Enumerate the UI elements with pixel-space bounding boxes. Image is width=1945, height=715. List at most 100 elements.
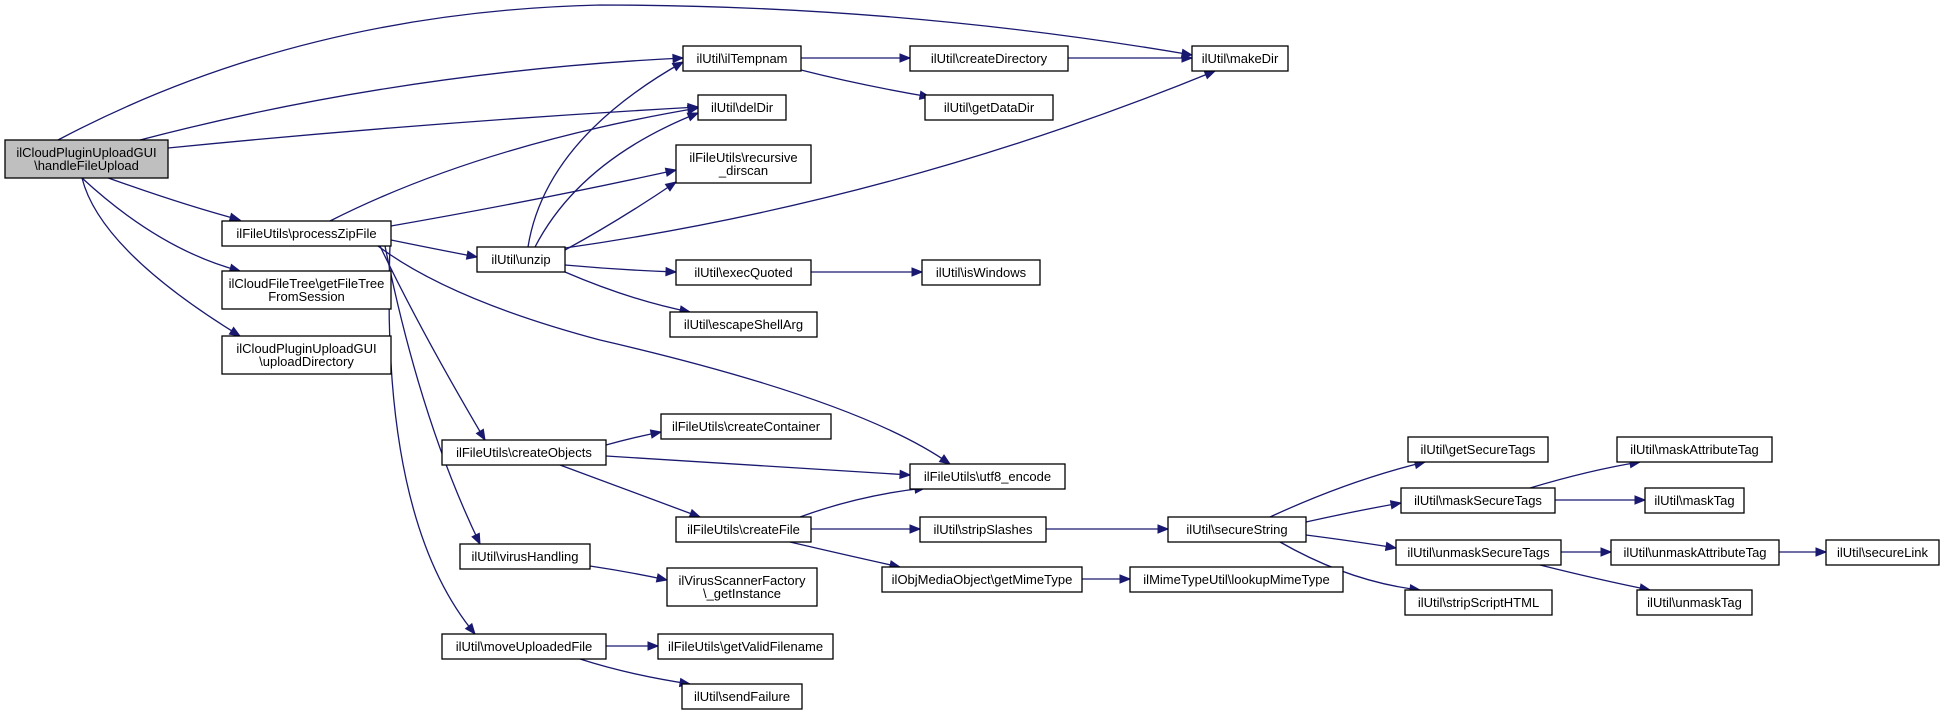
edge-arrowhead-createObjects-to-createContainer (649, 429, 663, 439)
node-unzip[interactable]: ilUtil\unzip (476, 246, 566, 273)
node-label: \_getInstance (703, 586, 781, 601)
node-label: ilFileUtils\createContainer (672, 419, 821, 434)
node-box (697, 94, 787, 121)
node-processZipFile[interactable]: ilFileUtils\processZipFile (221, 220, 392, 247)
node-box (221, 270, 392, 310)
edge-arrowhead-stripSlashes-to-secureString (1157, 524, 1170, 534)
node-uploadDirectory[interactable]: ilCloudPluginUploadGUI\uploadDirectory (221, 335, 392, 375)
node-box (919, 516, 1047, 543)
edge-arrowhead-processZipFile-to-moveUploadedFile (464, 622, 476, 636)
edge-createFile-to-getMimeType (789, 541, 901, 568)
edge-arrowhead-maskSecureTags-to-maskTag (1634, 495, 1647, 505)
edge-secureString-to-maskSecureTags (1305, 502, 1402, 523)
node-box (1191, 45, 1289, 72)
node-label: ilUtil\isWindows (936, 265, 1027, 280)
call-graph-edges (57, 4, 1828, 688)
node-label: ilUtil\sendFailure (694, 689, 790, 704)
node-unmaskTag[interactable]: ilUtil\unmaskTag (1636, 589, 1753, 616)
node-box (1407, 436, 1549, 463)
node-createObjects[interactable]: ilFileUtils\createObjects (441, 439, 607, 466)
edge-secureString-to-getSecureTags (1269, 461, 1426, 518)
node-maskSecureTags[interactable]: ilUtil\maskSecureTags (1400, 487, 1556, 514)
node-secureLink[interactable]: ilUtil\secureLink (1825, 539, 1940, 566)
node-label: ilUtil\getDataDir (944, 100, 1035, 115)
node-utf8_encode[interactable]: ilFileUtils\utf8_encode (909, 463, 1066, 490)
node-getDataDir[interactable]: ilUtil\getDataDir (924, 94, 1054, 121)
node-box (881, 566, 1083, 593)
node-getValidFilename[interactable]: ilFileUtils\getValidFilename (657, 633, 834, 660)
node-sendFailure[interactable]: ilUtil\sendFailure (681, 683, 803, 710)
node-label: FromSession (268, 289, 345, 304)
edge-arrowhead-root-to-processZipFile (228, 212, 242, 222)
node-label: ilMimeTypeUtil\lookupMimeType (1143, 572, 1329, 587)
node-createDirectory[interactable]: ilUtil\createDirectory (909, 45, 1069, 72)
edge-arrowhead-processZipFile-to-recursive (664, 167, 678, 177)
node-box (681, 683, 803, 710)
node-unmaskAttributeTag[interactable]: ilUtil\unmaskAttributeTag (1610, 539, 1780, 566)
edge-processZipFile-to-utf8_encode (377, 245, 951, 465)
edge-arrowhead-processZipFile-to-unzip (465, 250, 479, 260)
edge-root-to-getFileTree (81, 177, 241, 272)
node-secureString[interactable]: ilUtil\secureString (1167, 516, 1307, 543)
node-unmaskSecureTags[interactable]: ilUtil\unmaskSecureTags (1395, 539, 1562, 566)
node-box (909, 463, 1066, 490)
node-box (924, 94, 1054, 121)
node-box (675, 516, 812, 543)
node-box (221, 220, 392, 247)
node-label: ilUtil\execQuoted (694, 265, 792, 280)
node-ilTempnam[interactable]: ilUtil\ilTempnam (682, 45, 802, 72)
edge-arrowhead-unzip-to-delDir (686, 112, 700, 122)
edge-maskSecureTags-to-maskAttributeTag (1529, 461, 1641, 489)
edge-root-to-processZipFile (99, 174, 241, 221)
node-maskTag[interactable]: ilUtil\maskTag (1644, 487, 1745, 514)
edge-ilTempnam-to-getDataDir (800, 69, 931, 98)
node-maskAttributeTag[interactable]: ilUtil\maskAttributeTag (1616, 436, 1773, 463)
node-execQuoted[interactable]: ilUtil\execQuoted (675, 259, 812, 286)
node-label: ilCloudPluginUploadGUI (236, 341, 376, 356)
edge-root-to-makeDir (57, 4, 1193, 141)
edge-arrowhead-unzip-to-recursive (664, 181, 678, 192)
node-stripScriptHTML[interactable]: ilUtil\stripScriptHTML (1404, 589, 1553, 616)
node-getSecureTags[interactable]: ilUtil\getSecureTags (1407, 436, 1549, 463)
node-recursive[interactable]: ilFileUtils\recursive_dirscan (675, 144, 812, 184)
node-label: ilCloudFileTree\getFileTree (229, 276, 385, 291)
edge-processZipFile-to-delDir (329, 107, 699, 222)
edge-arrowhead-secureString-to-unmaskSecureTags (1384, 541, 1398, 551)
node-box (441, 439, 607, 466)
edge-secureString-to-stripScriptHTML (1279, 541, 1421, 591)
edge-unzip-to-recursive (564, 181, 677, 251)
node-label: ilUtil\moveUploadedFile (456, 639, 593, 654)
node-label: ilObjMediaObject\getMimeType (892, 572, 1073, 587)
node-label: ilUtil\unmaskSecureTags (1407, 545, 1550, 560)
node-getMimeType[interactable]: ilObjMediaObject\getMimeType (881, 566, 1083, 593)
node-escapeShellArg[interactable]: ilUtil\escapeShellArg (669, 311, 818, 338)
node-lookupMimeType[interactable]: ilMimeTypeUtil\lookupMimeType (1129, 566, 1344, 593)
node-label: ilUtil\makeDir (1202, 51, 1279, 66)
edge-arrowhead-unzip-to-makeDir (1203, 70, 1217, 80)
node-label: ilFileUtils\recursive (689, 150, 797, 165)
node-stripSlashes[interactable]: ilUtil\stripSlashes (919, 516, 1047, 543)
call-graph-nodes: ilCloudPluginUploadGUI\handleFileUpload i… (4, 45, 1940, 710)
node-root[interactable]: ilCloudPluginUploadGUI\handleFileUpload (4, 139, 169, 179)
node-createFile[interactable]: ilFileUtils\createFile (675, 516, 812, 543)
node-isWindows[interactable]: ilUtil\isWindows (921, 259, 1041, 286)
node-box (1616, 436, 1773, 463)
edge-unzip-to-makeDir (564, 70, 1216, 249)
node-makeDir[interactable]: ilUtil\makeDir (1191, 45, 1289, 72)
edge-arrowhead-processZipFile-to-utf8_encode (938, 454, 952, 465)
edge-arrowhead-createFile-to-stripSlashes (909, 524, 922, 534)
node-createContainer[interactable]: ilFileUtils\createContainer (660, 413, 832, 440)
node-label: ilUtil\ilTempnam (696, 51, 787, 66)
node-virusScanner[interactable]: ilVirusScannerFactory\_getInstance (666, 567, 818, 607)
node-virusHandling[interactable]: ilUtil\virusHandling (459, 543, 591, 570)
node-label: ilUtil\stripSlashes (934, 522, 1033, 537)
node-box (1404, 589, 1553, 616)
node-moveUploadedFile[interactable]: ilUtil\moveUploadedFile (441, 633, 607, 660)
edge-createObjects-to-createFile (559, 464, 701, 518)
node-delDir[interactable]: ilUtil\delDir (697, 94, 787, 121)
node-label: ilUtil\maskSecureTags (1414, 493, 1542, 508)
node-label: ilFileUtils\createObjects (456, 445, 592, 460)
node-label: ilFileUtils\processZipFile (236, 226, 376, 241)
